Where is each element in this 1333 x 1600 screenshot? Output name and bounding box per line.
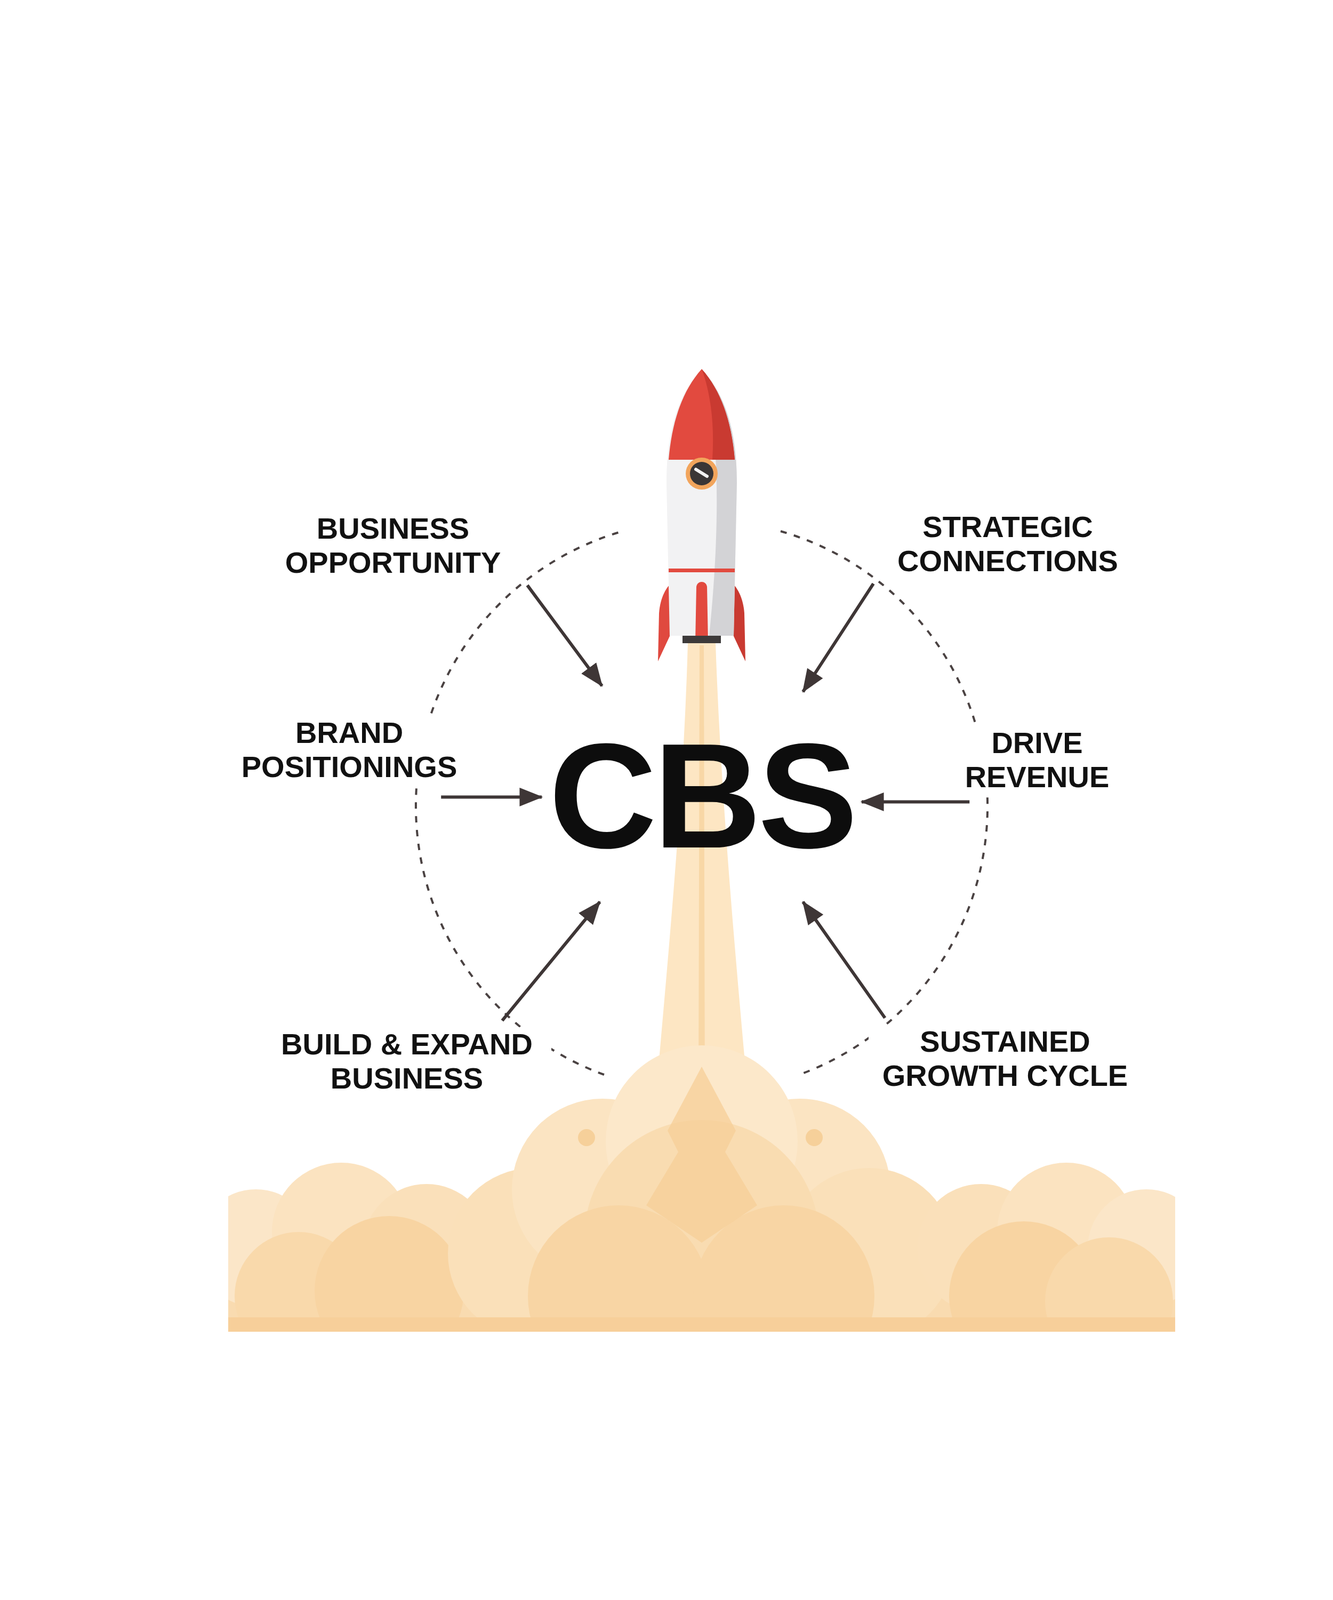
goal-label: STRATEGIC CONNECTIONS xyxy=(876,509,1139,579)
arrow-connector xyxy=(861,799,970,803)
label-text: BUILD & EXPAND BUSINESS xyxy=(262,1026,552,1096)
goal-label: BUSINESS OPPORTUNITY xyxy=(261,511,525,581)
goal-label: BRAND POSITIONINGS xyxy=(218,715,481,785)
arrow-connector xyxy=(527,584,602,686)
goal-label: BUILD & EXPAND BUSINESS xyxy=(262,1026,552,1096)
label-text: BUSINESS OPPORTUNITY xyxy=(261,511,525,581)
label-text: STRATEGIC CONNECTIONS xyxy=(876,509,1139,579)
arrow-connector xyxy=(440,795,542,799)
rocket xyxy=(657,368,746,662)
hub-title: CBS xyxy=(548,720,856,871)
label-text: SUSTAINED GROWTH CYCLE xyxy=(868,1024,1142,1094)
hub-text: CBS xyxy=(548,720,855,871)
arrow-connector xyxy=(502,901,600,1021)
label-text: DRIVE REVENUE xyxy=(943,725,1131,795)
exhaust-flame xyxy=(654,642,750,1110)
arrow-connector xyxy=(802,901,886,1018)
arrow-connector xyxy=(802,583,874,692)
goal-label: SUSTAINED GROWTH CYCLE xyxy=(868,1024,1142,1094)
goal-label: DRIVE REVENUE xyxy=(943,725,1131,795)
label-text: BRAND POSITIONINGS xyxy=(218,715,481,785)
exhaust-core xyxy=(698,645,705,1110)
